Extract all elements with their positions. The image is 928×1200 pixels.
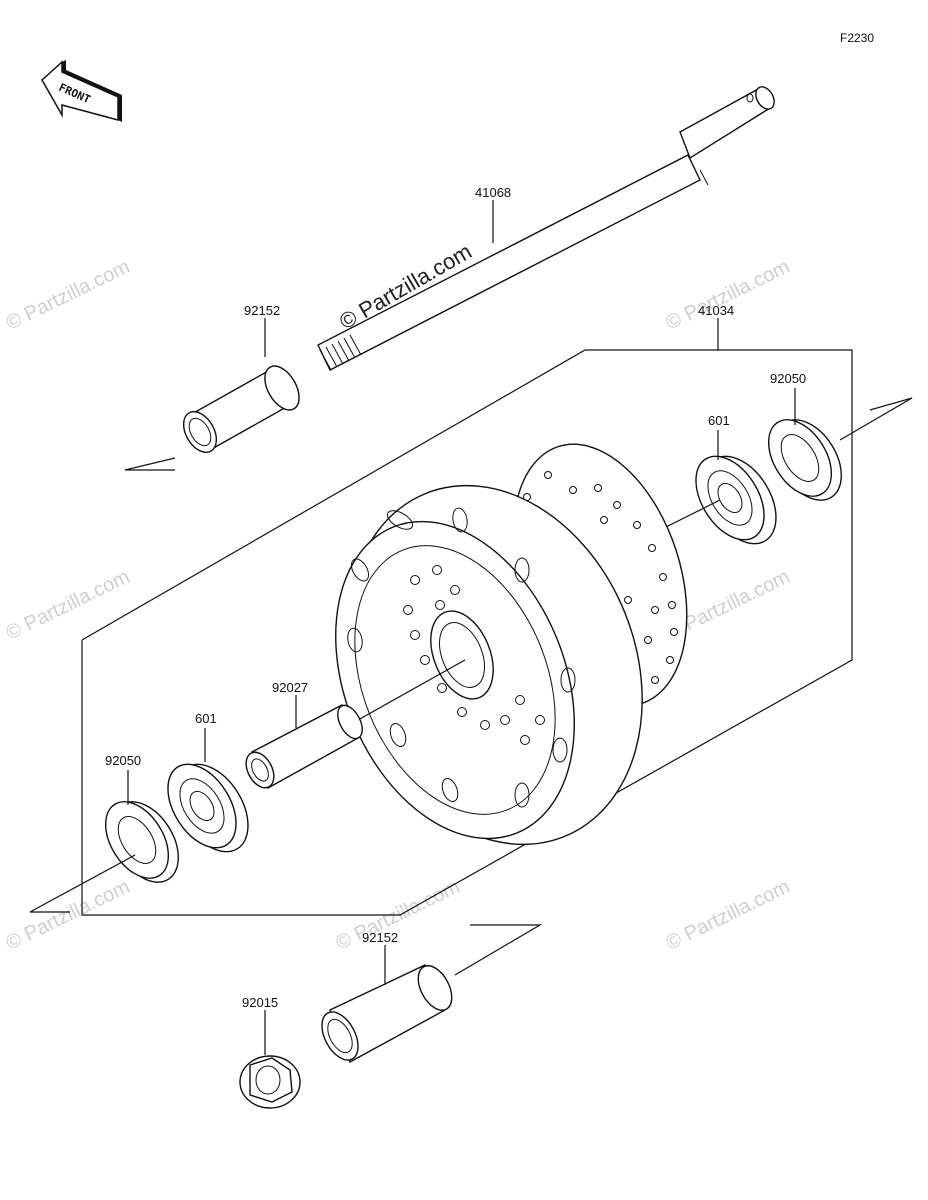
hub-bolt-holes	[403, 565, 545, 745]
collar-bottom	[321, 964, 453, 1063]
label-bearing-right: 601	[708, 413, 730, 428]
spacer	[245, 704, 363, 789]
front-arrow-icon: FRONT	[41, 60, 122, 122]
wheel-hub	[335, 484, 643, 846]
bearing-right	[695, 455, 777, 545]
oil-seal-right	[767, 419, 842, 501]
label-bearing-left: 601	[195, 711, 217, 726]
axis-line	[124, 457, 176, 471]
axle	[317, 86, 775, 371]
label-spacer: 92027	[272, 680, 308, 695]
axis-line	[29, 854, 136, 913]
watermark: © Partzilla.com	[663, 876, 794, 955]
watermark: © Partzilla.com	[3, 566, 134, 645]
flange-nut	[239, 1055, 301, 1109]
hub-assembly-bracket	[81, 349, 853, 916]
label-collar-top: 92152	[244, 303, 280, 318]
hub-window-slots	[347, 507, 576, 808]
collar-top	[182, 365, 300, 453]
axis-line	[839, 397, 913, 441]
axis-line	[357, 659, 466, 721]
axle-thread	[319, 334, 362, 371]
watermark: © Partzilla.com	[3, 256, 134, 335]
diagram-ref: F2230	[840, 31, 874, 45]
oil-seal-left	[104, 801, 179, 883]
label-axle: 41068	[475, 185, 511, 200]
label-nut: 92015	[242, 995, 278, 1010]
bearing-left	[167, 763, 249, 853]
label-oil-seal-left: 92050	[105, 753, 141, 768]
axis-line	[454, 924, 543, 976]
label-hub: 41034	[698, 303, 734, 318]
watermark: © Partzilla.com	[663, 256, 794, 335]
label-oil-seal-right: 92050	[770, 371, 806, 386]
label-collar-bottom: 92152	[362, 930, 398, 945]
